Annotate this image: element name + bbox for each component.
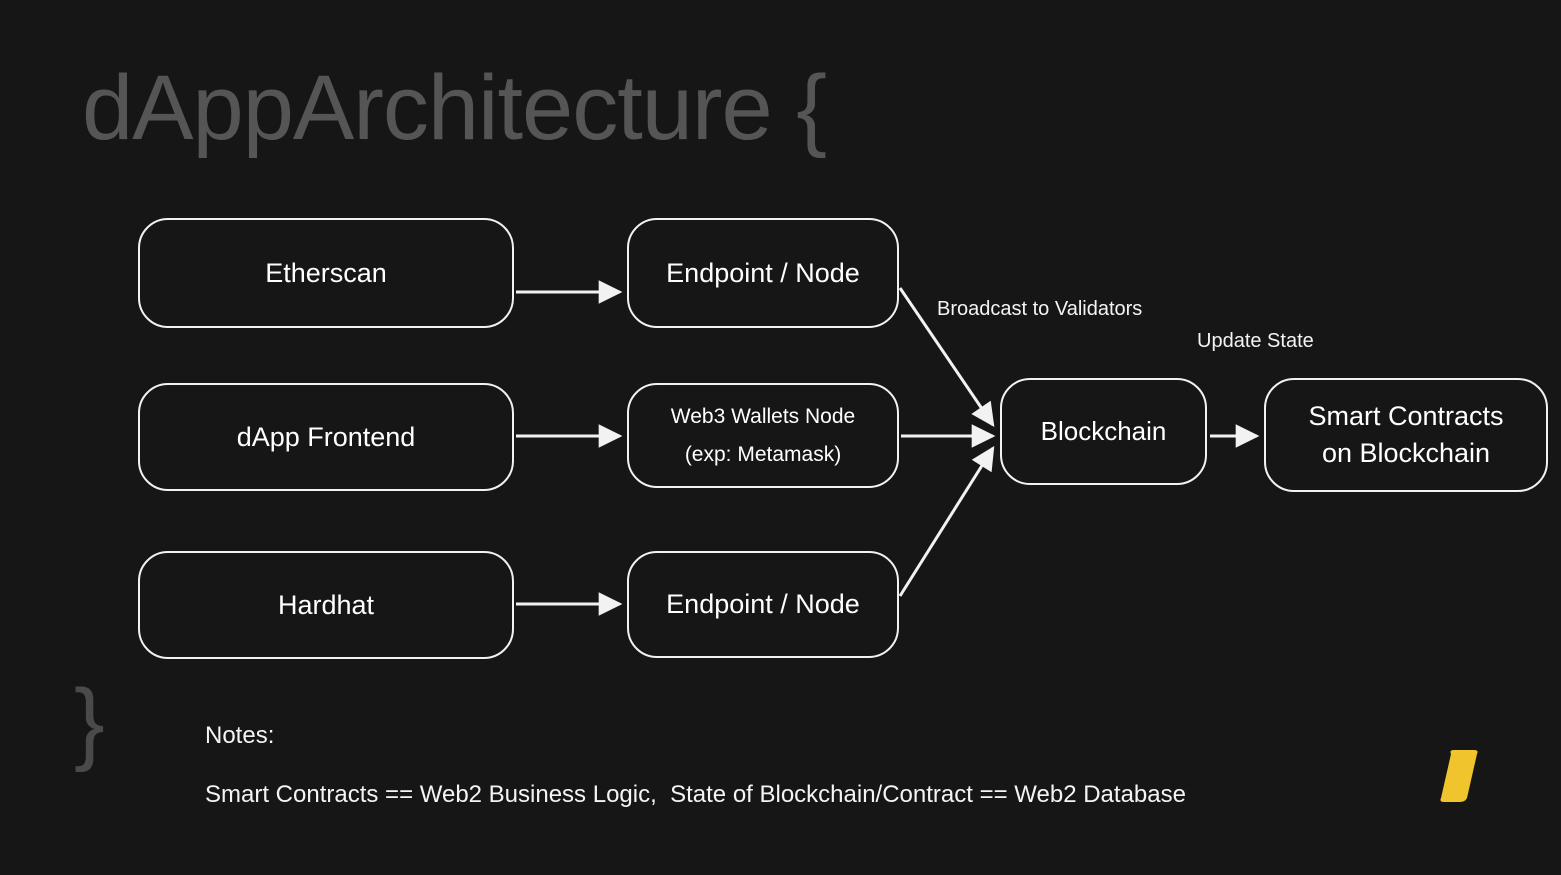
excalidraw-logo-icon (1440, 750, 1478, 802)
node-smart-contracts-label-line1: Smart Contracts (1308, 401, 1504, 431)
node-etherscan[interactable]: Etherscan (138, 218, 514, 328)
node-etherscan-label: Etherscan (265, 257, 387, 288)
notes-heading: Notes: (205, 722, 275, 749)
node-endpoint-node-top[interactable]: Endpoint / Node (627, 218, 899, 328)
node-endpoint-node-bottom[interactable]: Endpoint / Node (627, 551, 899, 658)
node-endpoint-node-top-label: Endpoint / Node (666, 257, 860, 288)
edge-label-update-state: Update State (1197, 330, 1314, 352)
notes-body: Smart Contracts == Web2 Business Logic, … (205, 781, 1186, 808)
node-hardhat[interactable]: Hardhat (138, 551, 514, 659)
edge-label-broadcast-to-validators: Broadcast to Validators (937, 298, 1143, 320)
node-web3-wallets-label-line1: Web3 Wallets Node (670, 404, 856, 428)
closing-brace: } (74, 671, 105, 773)
node-blockchain-label: Blockchain (1040, 416, 1167, 446)
node-endpoint-node-bottom-label: Endpoint / Node (666, 589, 860, 619)
node-web3-wallets[interactable]: Web3 Wallets Node (exp: Metamask) (627, 383, 899, 488)
page-title: dAppArchitecture { (82, 57, 827, 159)
node-blockchain[interactable]: Blockchain (1000, 378, 1207, 485)
node-smart-contracts-label-line2: on Blockchain (1321, 438, 1491, 468)
node-dapp-frontend[interactable]: dApp Frontend (138, 383, 514, 491)
edge-endpoint2-blockchain (898, 445, 995, 597)
node-hardhat-label: Hardhat (277, 589, 375, 620)
node-web3-wallets-label-line2: (exp: Metamask) (684, 442, 842, 466)
node-dapp-frontend-label: dApp Frontend (236, 421, 416, 452)
node-smart-contracts[interactable]: Smart Contracts on Blockchain (1264, 378, 1548, 492)
